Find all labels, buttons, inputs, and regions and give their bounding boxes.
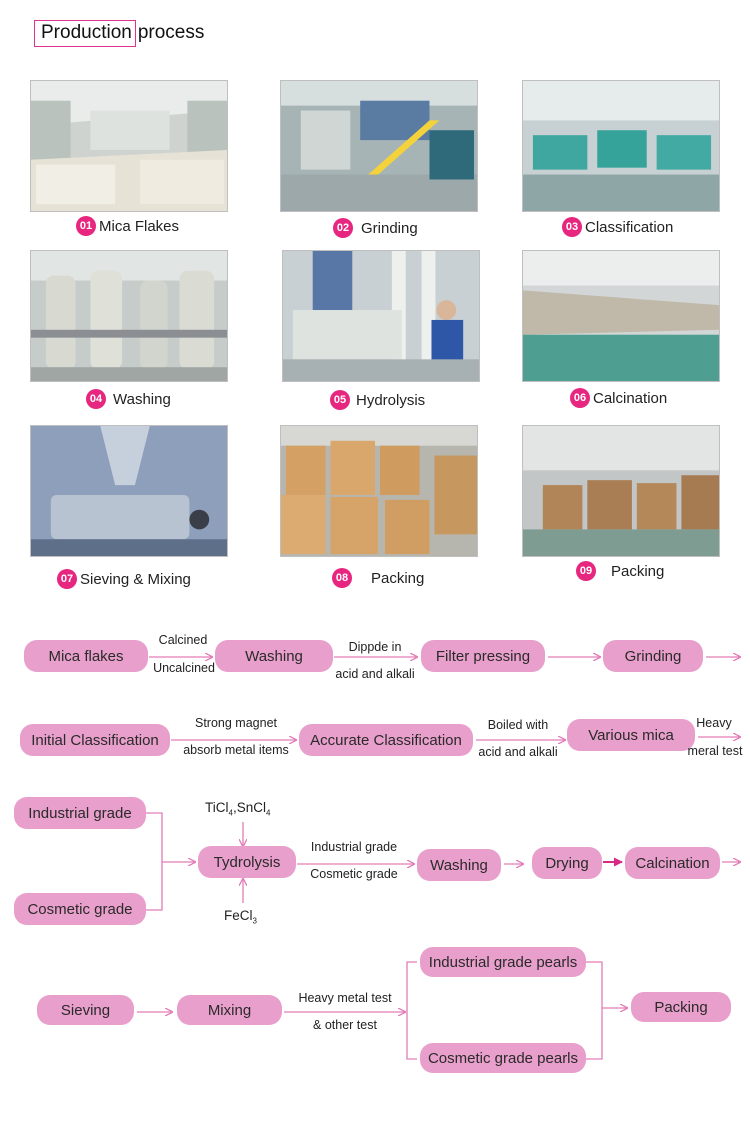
caption-step-04: 04 Washing [86, 389, 171, 409]
step-number-badge: 07 [57, 569, 77, 589]
caption-label: Calcination [593, 389, 668, 407]
flow-node-mixing: Mixing [177, 995, 282, 1025]
flow-label-calcined: Calcined [158, 633, 208, 647]
flow-label-cosmetic-grade: Cosmetic grade [310, 867, 398, 881]
photo-mica-flakes [30, 80, 228, 212]
flow-node-packing: Packing [631, 992, 731, 1022]
flow-node-industrial-grade: Industrial grade [14, 797, 146, 829]
photo-grinding [280, 80, 478, 212]
flow-node-tydrolysis: Tydrolysis [198, 846, 296, 878]
flow-label-dippde: Dippde in [348, 640, 402, 654]
title-boxed-word: Production [34, 20, 136, 47]
flow-label-heavy-metal-test: Heavy metal test [298, 991, 392, 1005]
flow-label-strong-magnet: Strong magnet [195, 716, 277, 730]
flow-label-other-test: & other test [313, 1018, 377, 1032]
photo-calcination [522, 250, 720, 382]
chem-ticl4-sncl4: TiCl4,SnCl4 [205, 800, 271, 818]
flow-label-heavy: Heavy [696, 716, 732, 730]
flow-node-cosmetic-grade-pearls: Cosmetic grade pearls [420, 1043, 586, 1073]
caption-label: Mica Flakes [99, 217, 180, 235]
caption-label: Grinding [361, 219, 418, 237]
flow-node-filter-pressing: Filter pressing [421, 640, 545, 672]
photo-classification [522, 80, 720, 212]
flow-node-washing: Washing [215, 640, 333, 672]
caption-label: Hydrolysis [356, 391, 426, 409]
step-number-badge: 06 [570, 388, 590, 408]
flow-node-mica-flakes: Mica flakes [24, 640, 148, 672]
caption-label: Sieving & Mixing [80, 570, 191, 588]
chem-fecl3: FeCl3 [224, 908, 257, 926]
flow-label-acid-alkali: acid and alkali [478, 745, 558, 759]
flow-node-various-mica: Various mica [567, 719, 695, 751]
step-number-badge: 08 [332, 568, 352, 588]
flow-label-meral-test: meral test [687, 744, 743, 758]
step-number-badge: 01 [76, 216, 96, 236]
flow-node-industrial-grade-pearls: Industrial grade pearls [420, 947, 586, 977]
photo-washing [30, 250, 228, 382]
flow-node-sieving: Sieving [37, 995, 134, 1025]
flow-node-grinding: Grinding [603, 640, 703, 672]
caption-step-09: 09 Packing [576, 561, 664, 581]
step-number-badge: 05 [330, 390, 350, 410]
caption-label: Packing [611, 562, 665, 580]
photo-hydrolysis [282, 250, 480, 382]
flow-node-washing: Washing [417, 849, 501, 881]
photo-packing-drums [280, 425, 478, 557]
flow-node-drying: Drying [532, 847, 602, 879]
step-number-badge: 02 [333, 218, 353, 238]
caption-label: Classification [585, 218, 674, 236]
photo-sieving-mixing [30, 425, 228, 557]
step-number-badge: 09 [576, 561, 596, 581]
caption-label: Washing [113, 390, 171, 408]
flow-label-uncalcined: Uncalcined [153, 661, 215, 675]
photo-packing-warehouse [522, 425, 720, 557]
step-number-badge: 03 [562, 217, 582, 237]
caption-step-02: 02 Grinding [333, 218, 418, 238]
flow-node-initial-classification: Initial Classification [20, 724, 170, 756]
caption-label: Packing [371, 569, 425, 587]
flow-label-acid-alkali: acid and alkali [335, 667, 415, 681]
title-rest: process [137, 22, 205, 43]
flow-node-cosmetic-grade: Cosmetic grade [14, 893, 146, 925]
flow-node-accurate-classification: Accurate Classification [299, 724, 473, 756]
step-number-badge: 04 [86, 389, 106, 409]
caption-step-05: 05 Hydrolysis [330, 390, 425, 410]
flow-label-industrial-grade: Industrial grade [310, 840, 398, 854]
caption-step-08: 08 Packing [332, 568, 424, 588]
flow-node-calcination: Calcination [625, 847, 720, 879]
flow-label-boiled: Boiled with [487, 718, 549, 732]
flow-label-absorb-metal: absorb metal items [183, 743, 289, 757]
